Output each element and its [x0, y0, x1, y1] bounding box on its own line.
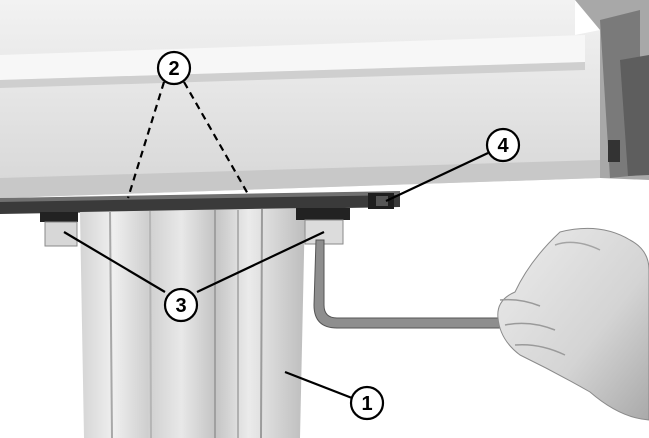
callout-2-label: 2 — [168, 58, 179, 80]
callout-3: 3 — [163, 287, 199, 323]
leader-lines — [63, 81, 489, 400]
leader-3-right — [196, 231, 325, 293]
callout-4: 4 — [485, 127, 521, 163]
leader-2-right — [183, 81, 249, 195]
callout-3-label: 3 — [175, 295, 186, 317]
vertical-profile — [80, 208, 305, 438]
left-nut-assembly — [40, 212, 78, 247]
leader-3-left — [63, 231, 166, 293]
leader-1 — [284, 370, 353, 400]
leader-2-left — [126, 81, 166, 199]
hand — [497, 227, 649, 421]
callout-1-label: 1 — [361, 393, 372, 415]
callout-1: 1 — [349, 385, 385, 421]
callout-4-label: 4 — [497, 135, 509, 157]
leader-4 — [385, 152, 489, 202]
callout-2: 2 — [156, 50, 192, 86]
upper-frame — [0, 0, 649, 198]
